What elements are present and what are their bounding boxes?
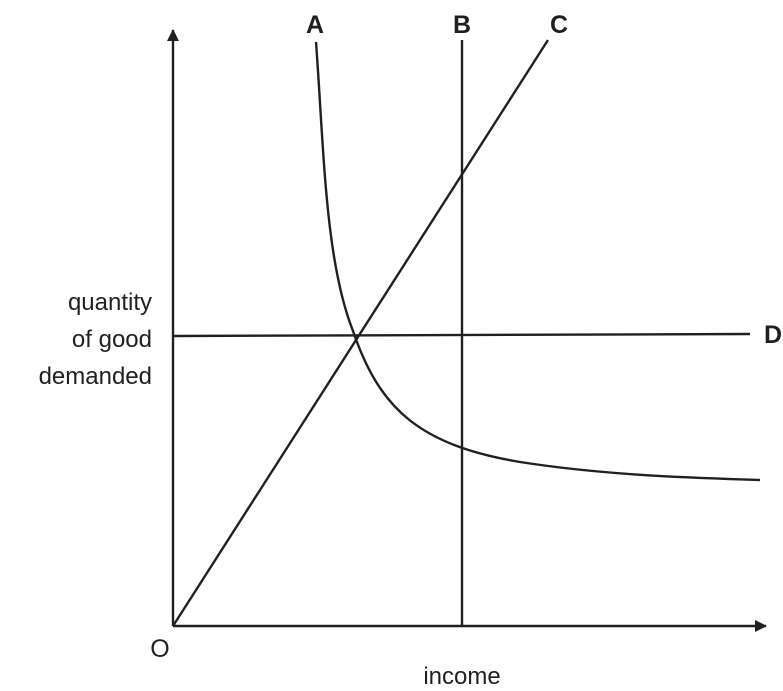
curve-c (171, 39, 550, 627)
origin-label: O (150, 635, 169, 663)
y-axis-title-line-2: of good (72, 326, 152, 353)
curve-a (314, 41, 761, 482)
x-axis-title: income (423, 663, 500, 690)
y-axis-title-line-3: demanded (39, 363, 152, 390)
curve-c-label: C (550, 11, 568, 39)
curve-a-label: A (306, 11, 324, 39)
curve-b-label: B (453, 11, 471, 39)
curve-d-label: D (764, 321, 782, 349)
y-axis-title-line-1: quantity (68, 289, 152, 316)
